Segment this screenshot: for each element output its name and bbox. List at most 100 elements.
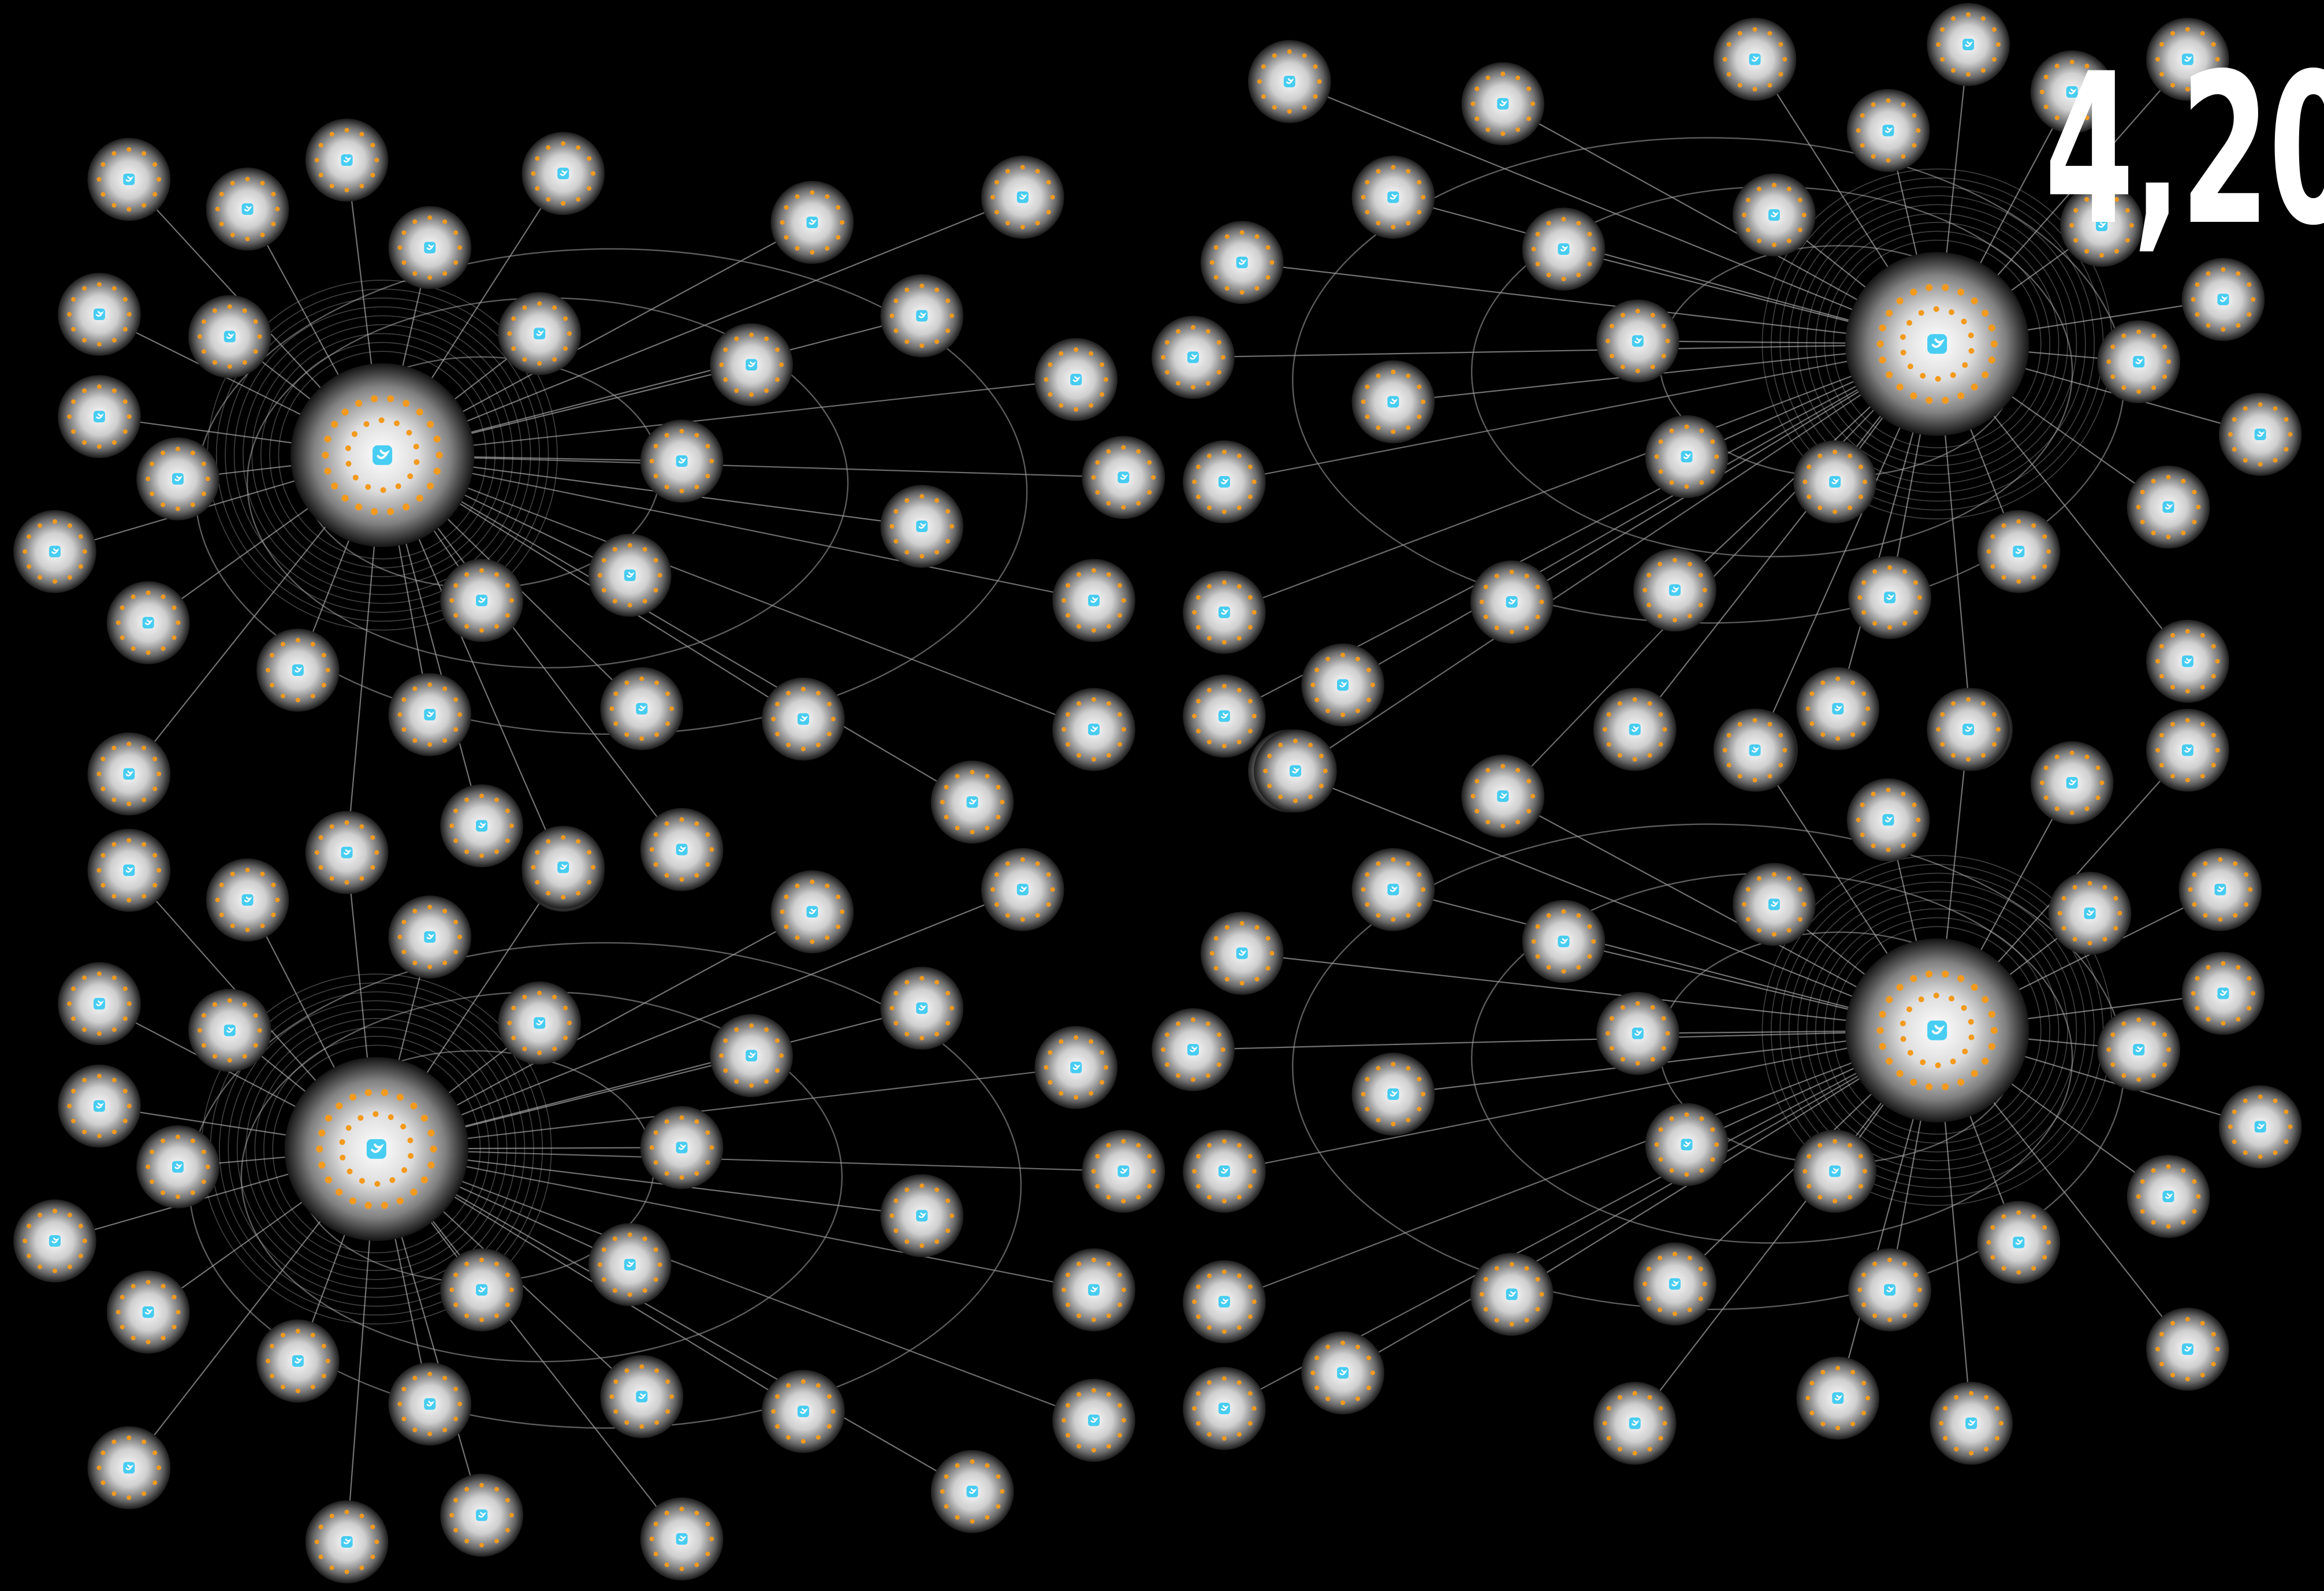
accent-dot xyxy=(427,482,434,490)
accent-dot xyxy=(157,1465,162,1470)
icon-tile xyxy=(916,310,928,322)
accent-dot xyxy=(1818,505,1823,510)
edge-line xyxy=(1502,343,1938,797)
accent-dot xyxy=(146,1339,151,1344)
accent-dot xyxy=(1220,355,1226,360)
accent-dot xyxy=(934,1031,940,1036)
graph-node xyxy=(2060,184,2143,267)
accent-dot xyxy=(996,785,1001,790)
accent-dot xyxy=(453,727,459,732)
icon-tile xyxy=(1218,606,1230,618)
accent-dot xyxy=(1858,464,1863,470)
accent-dot xyxy=(1920,1059,1926,1065)
accent-dot xyxy=(464,849,470,854)
graph-node xyxy=(770,181,854,264)
accent-dot xyxy=(1771,242,1776,247)
accent-dot xyxy=(1216,370,1221,375)
graph-node xyxy=(1200,912,1284,995)
accent-dot xyxy=(1982,996,1989,1003)
accent-dot xyxy=(815,742,821,748)
accent-dot xyxy=(522,1046,527,1051)
accent-dot xyxy=(1265,936,1271,941)
icon-tile xyxy=(676,843,688,856)
accent-dot xyxy=(1606,339,1611,344)
accent-dot xyxy=(944,815,949,820)
graph-node xyxy=(440,1473,523,1557)
accent-dot xyxy=(1355,1396,1360,1402)
accent-dot xyxy=(893,509,899,514)
accent-dot xyxy=(414,459,420,465)
accent-dot xyxy=(1515,768,1521,773)
accent-dot xyxy=(955,1463,960,1468)
hub-ring xyxy=(260,333,505,578)
accent-dot xyxy=(1366,1355,1371,1360)
accent-dot xyxy=(2200,1321,2205,1326)
icon-tile xyxy=(1962,38,1975,50)
accent-dot xyxy=(1165,1062,1170,1067)
accent-dot xyxy=(1591,247,1596,252)
accent-dot xyxy=(2043,765,2049,771)
twitter-bird-icon xyxy=(2013,1236,2025,1248)
accent-dot xyxy=(1206,1143,1212,1148)
accent-dot xyxy=(1912,143,1917,148)
accent-dot xyxy=(507,1020,512,1025)
accent-dot xyxy=(1820,680,1826,685)
icon-glyph xyxy=(536,1020,545,1025)
accent-dot xyxy=(150,1149,155,1154)
accent-dot xyxy=(1365,210,1370,215)
accent-dot xyxy=(1606,1436,1611,1441)
twitter-bird-icon xyxy=(172,1161,184,1173)
accent-dot xyxy=(2155,57,2161,62)
accent-dot xyxy=(345,445,351,451)
accent-dot xyxy=(1968,1018,1974,1025)
accent-dot xyxy=(1698,1296,1703,1302)
graph-node xyxy=(930,1449,1014,1533)
twitter-bird-icon xyxy=(123,173,135,185)
graph-node xyxy=(1247,40,1331,124)
accent-dot xyxy=(227,1058,232,1063)
accent-dot xyxy=(1524,1266,1529,1271)
accent-dot xyxy=(1635,368,1640,373)
icon-tile xyxy=(476,820,488,832)
icon-tile xyxy=(2181,744,2193,756)
accent-dot xyxy=(2247,1006,2252,1011)
graph-node xyxy=(106,581,190,664)
accent-dot xyxy=(1797,198,1802,203)
accent-dot xyxy=(1940,27,1945,32)
accent-dot xyxy=(253,349,258,354)
accent-dot xyxy=(1672,557,1677,563)
icon-tile xyxy=(806,906,818,918)
accent-dot xyxy=(1907,363,1913,370)
graph-node xyxy=(1301,1331,1384,1415)
graph-node xyxy=(106,1270,190,1354)
accent-dot xyxy=(904,1031,910,1036)
accent-dot xyxy=(310,693,315,698)
accent-dot xyxy=(1500,823,1506,828)
accent-dot xyxy=(826,1424,832,1429)
accent-dot xyxy=(2159,72,2165,77)
accent-dot xyxy=(1263,768,1268,774)
accent-dot xyxy=(1936,42,1941,47)
accent-dot xyxy=(955,826,960,831)
accent-dot xyxy=(1192,1299,1197,1304)
accent-dot xyxy=(401,727,407,732)
graph-node xyxy=(1470,1252,1554,1336)
accent-dot xyxy=(1886,310,1893,317)
accent-dot xyxy=(505,838,510,843)
icon-tile xyxy=(476,1509,488,1521)
accent-dot xyxy=(1117,1302,1122,1307)
icon-tile xyxy=(1087,1414,1100,1426)
twitter-bird-icon xyxy=(1927,334,1947,354)
accent-dot xyxy=(359,1565,364,1570)
accent-dot xyxy=(1050,887,1055,892)
accent-dot xyxy=(357,1115,364,1121)
accent-dot xyxy=(407,473,414,479)
accent-dot xyxy=(1190,385,1195,390)
icon-tile xyxy=(341,1536,353,1548)
graph-node xyxy=(87,1426,171,1510)
icon-glyph xyxy=(1339,1369,1348,1376)
hub-ring xyxy=(1797,890,2077,1170)
accent-dot xyxy=(201,319,206,324)
graph-node xyxy=(2126,465,2210,549)
accent-dot xyxy=(1778,733,1783,738)
